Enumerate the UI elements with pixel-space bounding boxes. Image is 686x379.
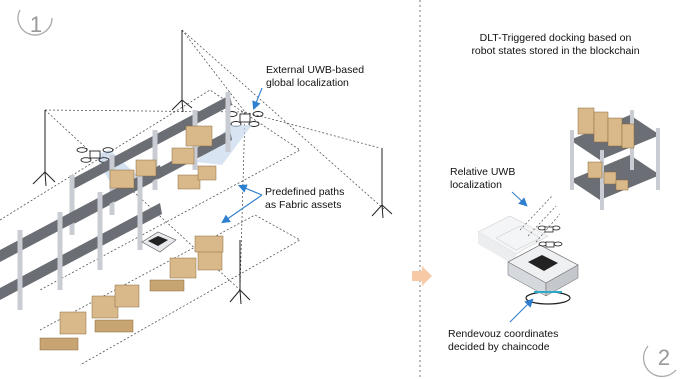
label-rendezvous: Rendevouz coordinates decided by chainco… bbox=[448, 328, 559, 353]
shelf-row-front bbox=[0, 165, 162, 310]
panel-2-number: 2 bbox=[657, 345, 671, 370]
panel-1-badge-circle bbox=[17, 9, 53, 36]
label-predefined-paths: Predefined paths as Fabric assets bbox=[265, 186, 345, 211]
pallets-floor bbox=[39, 235, 224, 351]
relative-uwb-links bbox=[519, 195, 561, 243]
label-dlt-docking-title: DLT-Triggered docking based on robot sta… bbox=[471, 32, 640, 57]
drone-main-light-cone bbox=[196, 125, 252, 165]
annotation-arrows-left bbox=[221, 87, 263, 224]
robot-left bbox=[141, 231, 177, 253]
boxes-left-shelves bbox=[109, 125, 217, 190]
robot-docking bbox=[507, 244, 579, 305]
panel-2-badge-circle bbox=[642, 345, 677, 378]
label-external-uwb: External UWB-based global localization bbox=[266, 64, 365, 89]
shelf-right bbox=[570, 107, 660, 210]
uwb-anchor-tripods bbox=[32, 30, 393, 305]
robot-trail-ghost bbox=[477, 215, 549, 266]
drones-right bbox=[537, 225, 563, 248]
transition-arrow bbox=[412, 266, 432, 286]
panel-1-number: 1 bbox=[29, 12, 43, 37]
floor-outline bbox=[0, 89, 301, 366]
annotation-arrows-right bbox=[509, 191, 534, 323]
label-relative-uwb: Relative UWB localization bbox=[450, 166, 516, 191]
